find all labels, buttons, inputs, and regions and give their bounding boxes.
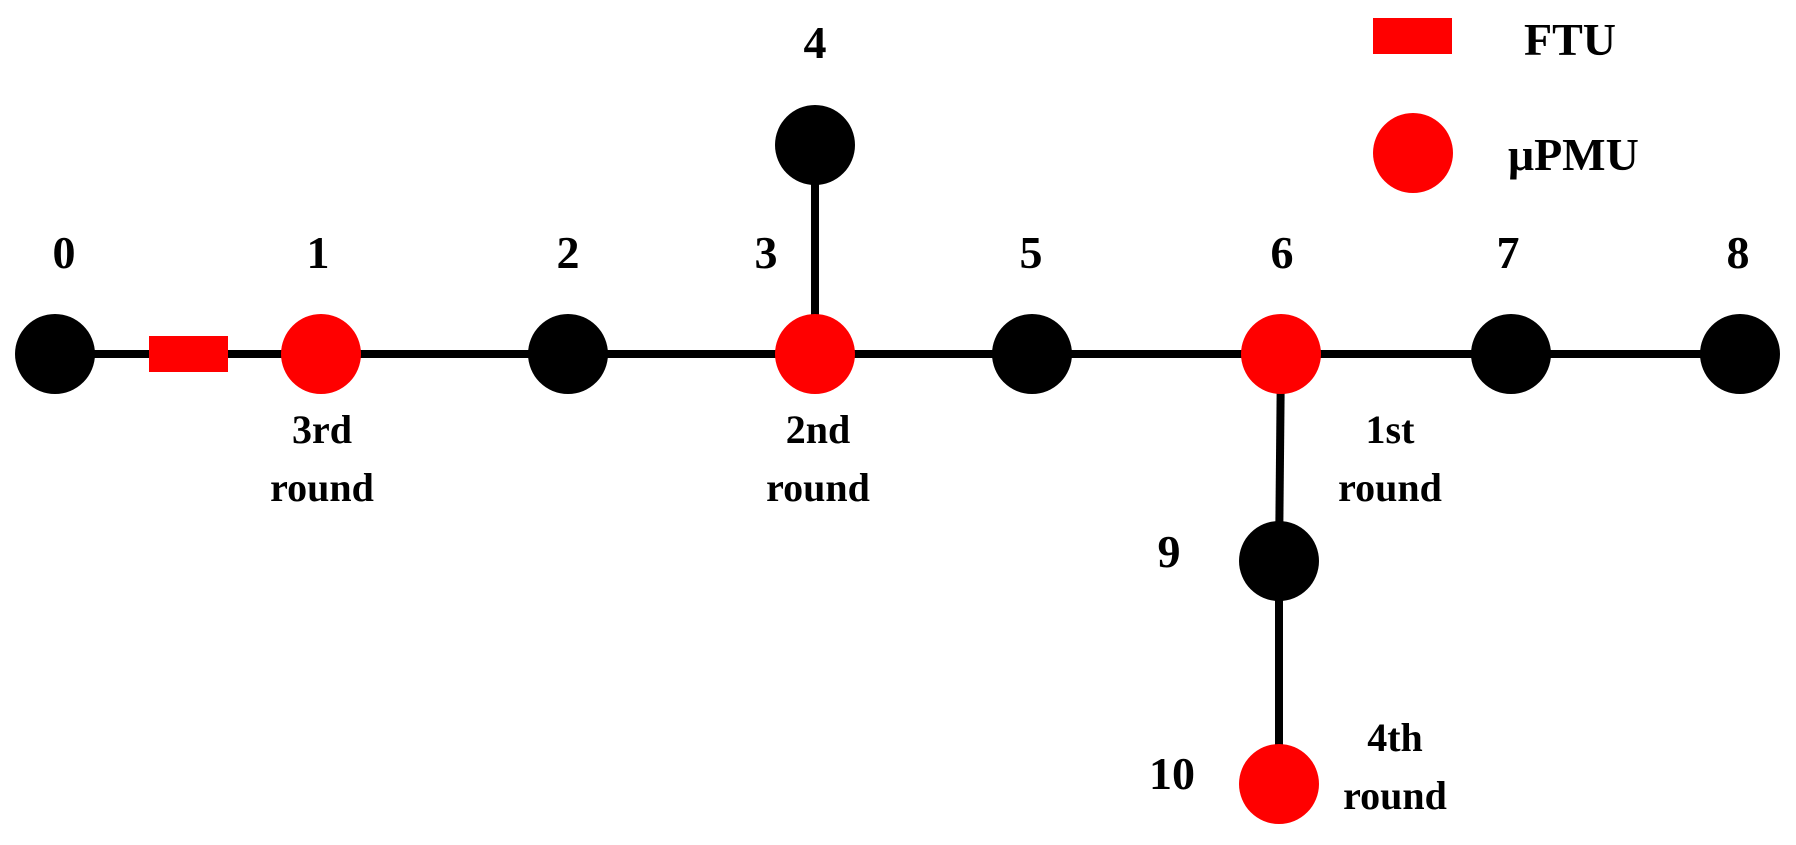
labels-layer: 0 1 2 3 4 5 6 7 8 9 10	[53, 17, 1750, 799]
node-10	[1239, 744, 1319, 824]
round-ordinal-3: 2nd	[786, 407, 851, 452]
node-label-9: 9	[1158, 526, 1181, 577]
node-1	[281, 314, 361, 394]
round-word-10: round	[1343, 773, 1447, 818]
legend-ftu-swatch	[1373, 18, 1452, 54]
round-annotation-3: 2nd round	[766, 407, 870, 510]
round-annotation-10: 4th round	[1343, 715, 1447, 818]
rounds-layer: 1st round 2nd round 3rd round 4th round	[270, 407, 1447, 818]
nodes-layer	[15, 105, 1780, 824]
node-label-8: 8	[1727, 227, 1750, 278]
node-label-2: 2	[557, 227, 580, 278]
node-6	[1241, 314, 1321, 394]
node-8	[1700, 314, 1780, 394]
node-label-4: 4	[804, 17, 827, 68]
round-ordinal-1: 3rd	[292, 407, 352, 452]
node-0	[15, 314, 95, 394]
legend-pmu-label: μPMU	[1508, 129, 1639, 180]
legend: FTU μPMU	[1373, 14, 1639, 193]
legend-ftu-label: FTU	[1524, 14, 1616, 65]
round-ordinal-6: 1st	[1366, 407, 1416, 452]
node-2	[528, 314, 608, 394]
node-label-0: 0	[53, 227, 76, 278]
round-word-6: round	[1338, 465, 1442, 510]
node-9	[1239, 521, 1319, 601]
round-word-1: round	[270, 465, 374, 510]
ftu-layer	[149, 336, 228, 372]
node-5	[992, 314, 1072, 394]
node-4	[775, 105, 855, 185]
node-label-5: 5	[1020, 227, 1043, 278]
node-7	[1471, 314, 1551, 394]
legend-pmu-swatch	[1373, 113, 1453, 193]
node-label-1: 1	[307, 227, 330, 278]
node-label-3: 3	[755, 227, 778, 278]
round-ordinal-10: 4th	[1367, 715, 1423, 760]
round-annotation-1: 3rd round	[270, 407, 374, 510]
node-label-6: 6	[1271, 227, 1294, 278]
ftu-marker-0-1	[149, 336, 228, 372]
node-3	[775, 314, 855, 394]
round-word-3: round	[766, 465, 870, 510]
round-annotation-6: 1st round	[1338, 407, 1442, 510]
node-label-10: 10	[1149, 748, 1195, 799]
node-label-7: 7	[1497, 227, 1520, 278]
